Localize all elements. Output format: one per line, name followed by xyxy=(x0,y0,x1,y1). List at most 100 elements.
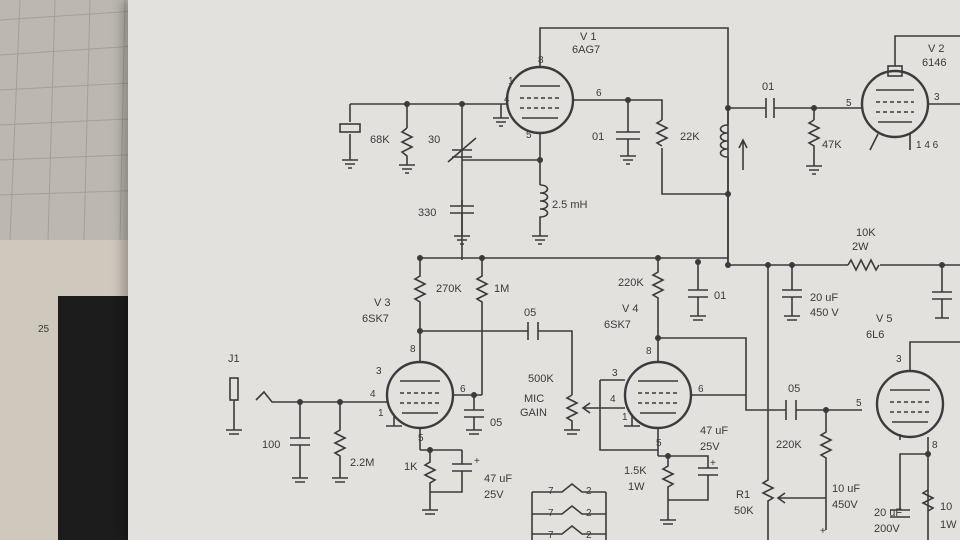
mic-gain-pot-symbol xyxy=(564,394,580,435)
switch-contacts xyxy=(531,482,607,540)
v4-pin5: 5 xyxy=(656,438,662,449)
dark-block xyxy=(58,296,128,540)
tuning-arrow xyxy=(738,138,748,170)
c-01-v4-symbol xyxy=(688,262,708,321)
svg-text:+: + xyxy=(710,458,716,469)
v1-pin8: 8 xyxy=(538,55,544,66)
l-25mh-symbol xyxy=(539,184,549,236)
c-05-v5-label: 05 xyxy=(788,383,800,395)
v3-pin4: 4 xyxy=(370,389,376,400)
c-20uf-label: 20 uF xyxy=(810,292,838,304)
input-wire xyxy=(255,390,387,403)
r-68k-label: 68K xyxy=(370,134,390,146)
r-15k-symbol xyxy=(660,456,676,525)
v5-pin5: 5 xyxy=(856,398,862,409)
c-47uf-v3-label: 47 uF xyxy=(484,473,512,485)
r-220k-v4-symbol xyxy=(651,258,665,362)
c-05-grid-label: 05 xyxy=(490,417,502,429)
v1-pin4: 4 xyxy=(504,94,510,105)
page-number: 25 xyxy=(38,324,50,335)
svg-text:+: + xyxy=(474,456,480,467)
v3-tube xyxy=(385,360,455,430)
r1-ref: R1 xyxy=(736,489,750,501)
l-25mh-label: 2.5 mH xyxy=(552,199,588,211)
v4-pin1: 1 xyxy=(622,412,628,423)
r1-pot-symbol xyxy=(761,265,826,540)
mic-gain-label-2: GAIN xyxy=(520,407,547,419)
r-220k-v5-label: 220K xyxy=(776,439,802,451)
v2-tube xyxy=(860,65,930,139)
v2-pin146: 1 4 6 xyxy=(916,140,939,151)
r-1k-label: 1K xyxy=(404,461,418,473)
r-10k-power: 2W xyxy=(852,241,869,253)
c-05-v5-symbol xyxy=(785,400,797,420)
r-47k-label: 47K xyxy=(822,139,842,151)
r-10-bottom-symbol xyxy=(921,489,935,512)
c-47uf-v4-voltage: 25V xyxy=(700,441,720,453)
svg-text:+: + xyxy=(820,526,826,537)
plate-coil-symbol xyxy=(719,124,729,158)
jack-label: J1 xyxy=(228,353,240,365)
v1-type: 6AG7 xyxy=(572,44,600,56)
c-10uf-label: 10 uF xyxy=(832,483,860,495)
v1-plate-supply xyxy=(539,27,729,262)
c-20uf-v5-symbol xyxy=(890,453,928,518)
v5-type: 6L6 xyxy=(866,329,884,341)
r-270k-label: 270K xyxy=(436,283,462,295)
v4-tube xyxy=(623,360,693,430)
filter-cap-right xyxy=(932,265,952,319)
c-47uf-v3-voltage: 25V xyxy=(484,489,504,501)
r-10k-symbol xyxy=(847,258,880,272)
grid-mat xyxy=(0,0,151,241)
c-100-label: 100 xyxy=(262,439,280,451)
r-68k-symbol xyxy=(400,127,414,165)
v1-pin6: 6 xyxy=(596,88,602,99)
r-22m-label: 2.2M xyxy=(350,457,374,469)
c-330-symbol xyxy=(450,200,474,236)
c-01-coupling-label: 01 xyxy=(762,81,774,93)
sw-7c: 7 xyxy=(548,530,554,540)
sw-7b: 7 xyxy=(548,508,554,519)
sw-7a: 7 xyxy=(548,486,554,497)
r-10-bottom-label: 10 xyxy=(940,501,952,513)
c-05-v3-symbol xyxy=(527,322,539,340)
r-22m-symbol xyxy=(332,402,348,483)
v2-ref: V 2 xyxy=(928,43,945,55)
v4-type: 6SK7 xyxy=(604,319,631,331)
v3-pin3: 3 xyxy=(376,366,382,377)
b-plus-bus xyxy=(420,257,960,266)
mic-gain-label-1: MIC xyxy=(524,393,544,405)
r1-value: 50K xyxy=(734,505,754,517)
v5-pin3: 3 xyxy=(896,354,902,365)
v3-pin6: 6 xyxy=(460,384,466,395)
r-15k-label: 1.5K xyxy=(624,465,647,477)
c-01-v4-label: 01 xyxy=(714,290,726,302)
sw-2b: 2 xyxy=(586,508,592,519)
v4-pin8: 8 xyxy=(646,346,652,357)
c-01-coupling-symbol xyxy=(765,98,775,118)
v5-tube xyxy=(875,369,945,439)
r-270k-symbol xyxy=(413,258,427,362)
r-220k-v4-label: 220K xyxy=(618,277,644,289)
c-20uf-v5-voltage: 200V xyxy=(874,523,900,535)
sw-2a: 2 xyxy=(586,486,592,497)
r-1m-symbol xyxy=(475,258,489,395)
v1-pin5: 5 xyxy=(526,130,532,141)
v2-pin3: 3 xyxy=(934,92,940,103)
v3-pin5: 5 xyxy=(418,433,424,444)
c-30-label: 30 xyxy=(428,134,440,146)
v3-pin8: 8 xyxy=(410,344,416,355)
r-1w-bottom-label: 1W xyxy=(940,519,957,531)
v4-pin6: 6 xyxy=(698,384,704,395)
c-05-v3-label: 05 xyxy=(524,307,536,319)
ground-symbols-top xyxy=(342,104,636,245)
v4-pin3: 3 xyxy=(612,368,618,379)
v1-plate-wire xyxy=(573,99,728,195)
v1-ref: V 1 xyxy=(580,31,597,43)
v3-ref: V 3 xyxy=(374,297,391,309)
v1-tube xyxy=(505,65,575,135)
r-1m-label: 1M xyxy=(494,283,509,295)
v1-pin1: 1 xyxy=(508,76,514,87)
c-30-symbol xyxy=(447,137,477,163)
